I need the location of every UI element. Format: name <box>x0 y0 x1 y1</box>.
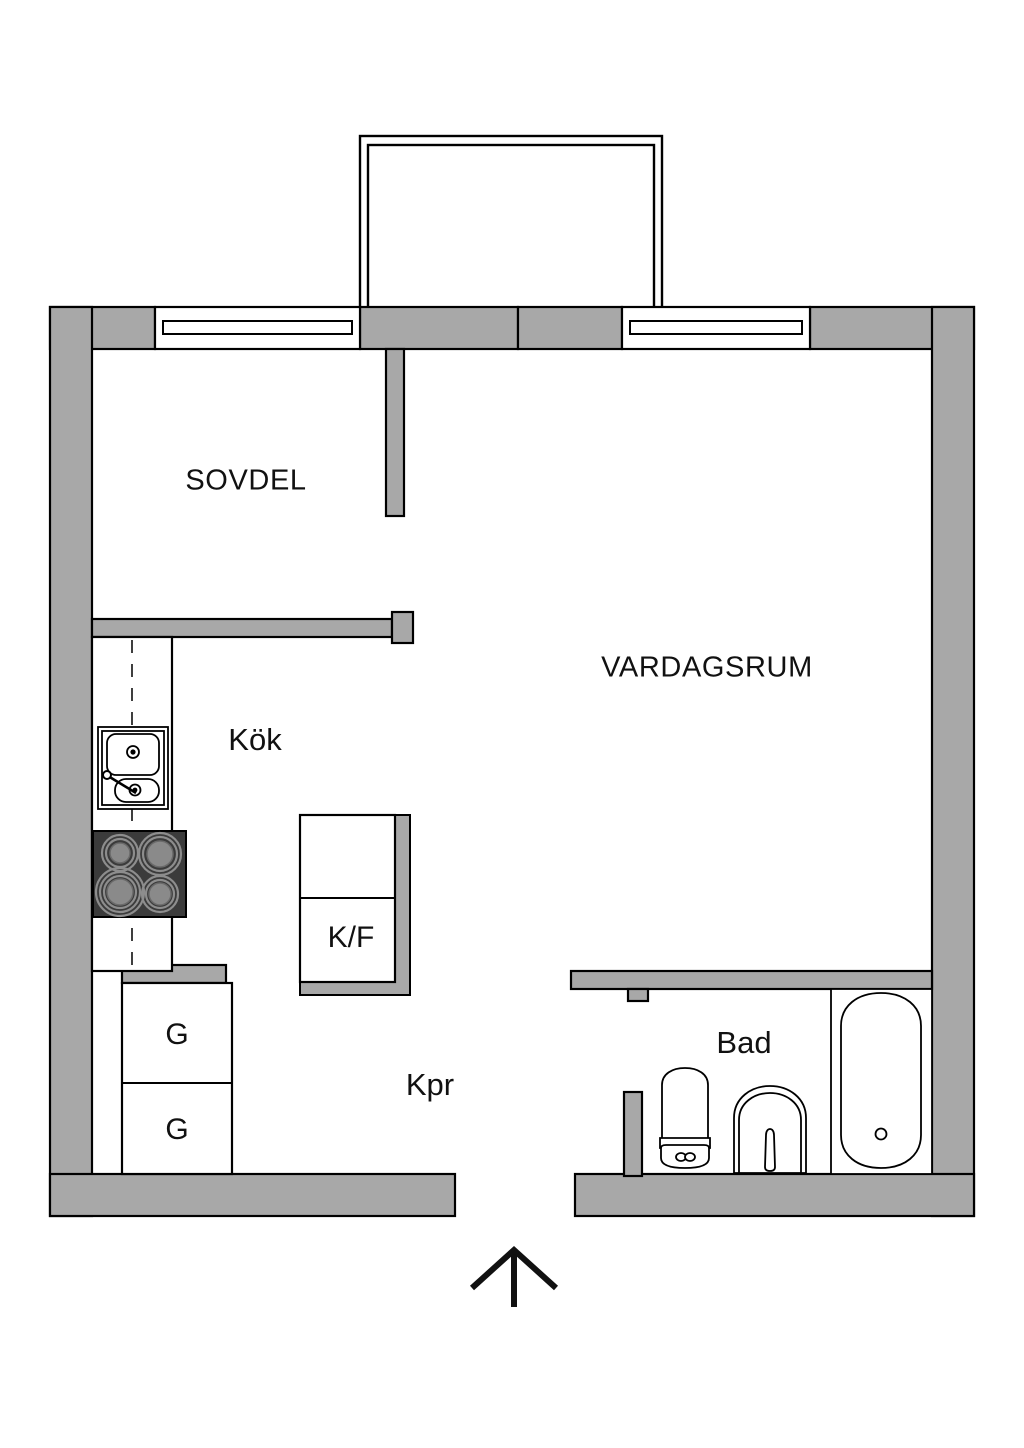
room-label-kpr: Kpr <box>406 1067 454 1102</box>
exterior-walls <box>48 305 976 1218</box>
window-right <box>620 305 812 351</box>
fridge-freezer-unit: K/F <box>298 813 411 996</box>
room-label-kok: Kök <box>228 722 282 757</box>
wardrobe-closets: G G <box>120 981 234 1176</box>
interior-walls <box>90 347 934 1178</box>
kitchen-sink <box>97 726 169 810</box>
bathroom-sink <box>733 1085 807 1174</box>
window-left <box>153 305 362 351</box>
fridge-freezer-label: K/F <box>328 921 375 954</box>
burner-back-right <box>137 831 183 877</box>
bathtub <box>830 988 933 1175</box>
balcony-outline <box>358 134 664 314</box>
wardrobe-lower-label: G <box>165 1113 188 1146</box>
stove-cooktop <box>92 830 187 918</box>
wardrobe-upper-label: G <box>165 1018 188 1051</box>
toilet <box>659 1067 711 1169</box>
burner-front-right <box>140 874 180 914</box>
entrance-direction-arrow <box>469 1245 559 1307</box>
room-label-vardagsrum: VARDAGSRUM <box>601 652 813 684</box>
burner-front-left <box>94 866 146 918</box>
room-label-bad: Bad <box>716 1025 771 1060</box>
room-label-sovdel: SOVDEL <box>185 465 306 497</box>
